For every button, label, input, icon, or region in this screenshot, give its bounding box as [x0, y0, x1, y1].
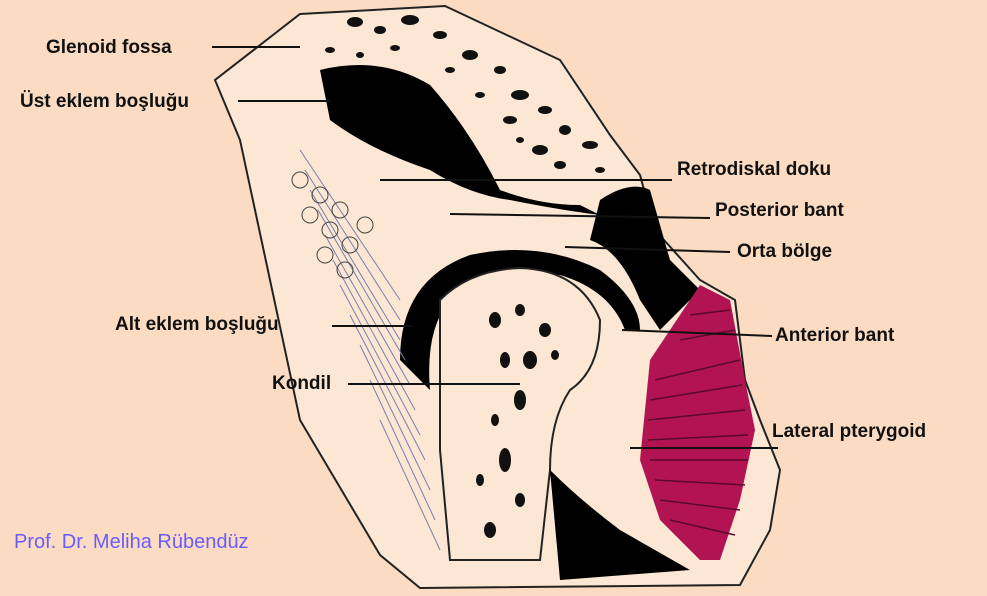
label-lateral-pterygoid: Lateral pterygoid	[772, 422, 926, 441]
label-posterior-bant: Posterior bant	[715, 201, 844, 220]
label-ust-eklem-boslugu: Üst eklem boşluğu	[20, 92, 189, 111]
label-orta-bolge: Orta bölge	[737, 242, 832, 261]
label-retrodiskal-doku: Retrodiskal doku	[677, 160, 831, 179]
label-kondil: Kondil	[272, 374, 331, 393]
label-alt-eklem-boslugu: Alt eklem boşluğu	[115, 315, 279, 334]
label-anterior-bant: Anterior bant	[775, 326, 894, 345]
author-credit: Prof. Dr. Meliha Rübendüz	[14, 532, 249, 552]
label-glenoid-fossa: Glenoid fossa	[46, 38, 172, 57]
